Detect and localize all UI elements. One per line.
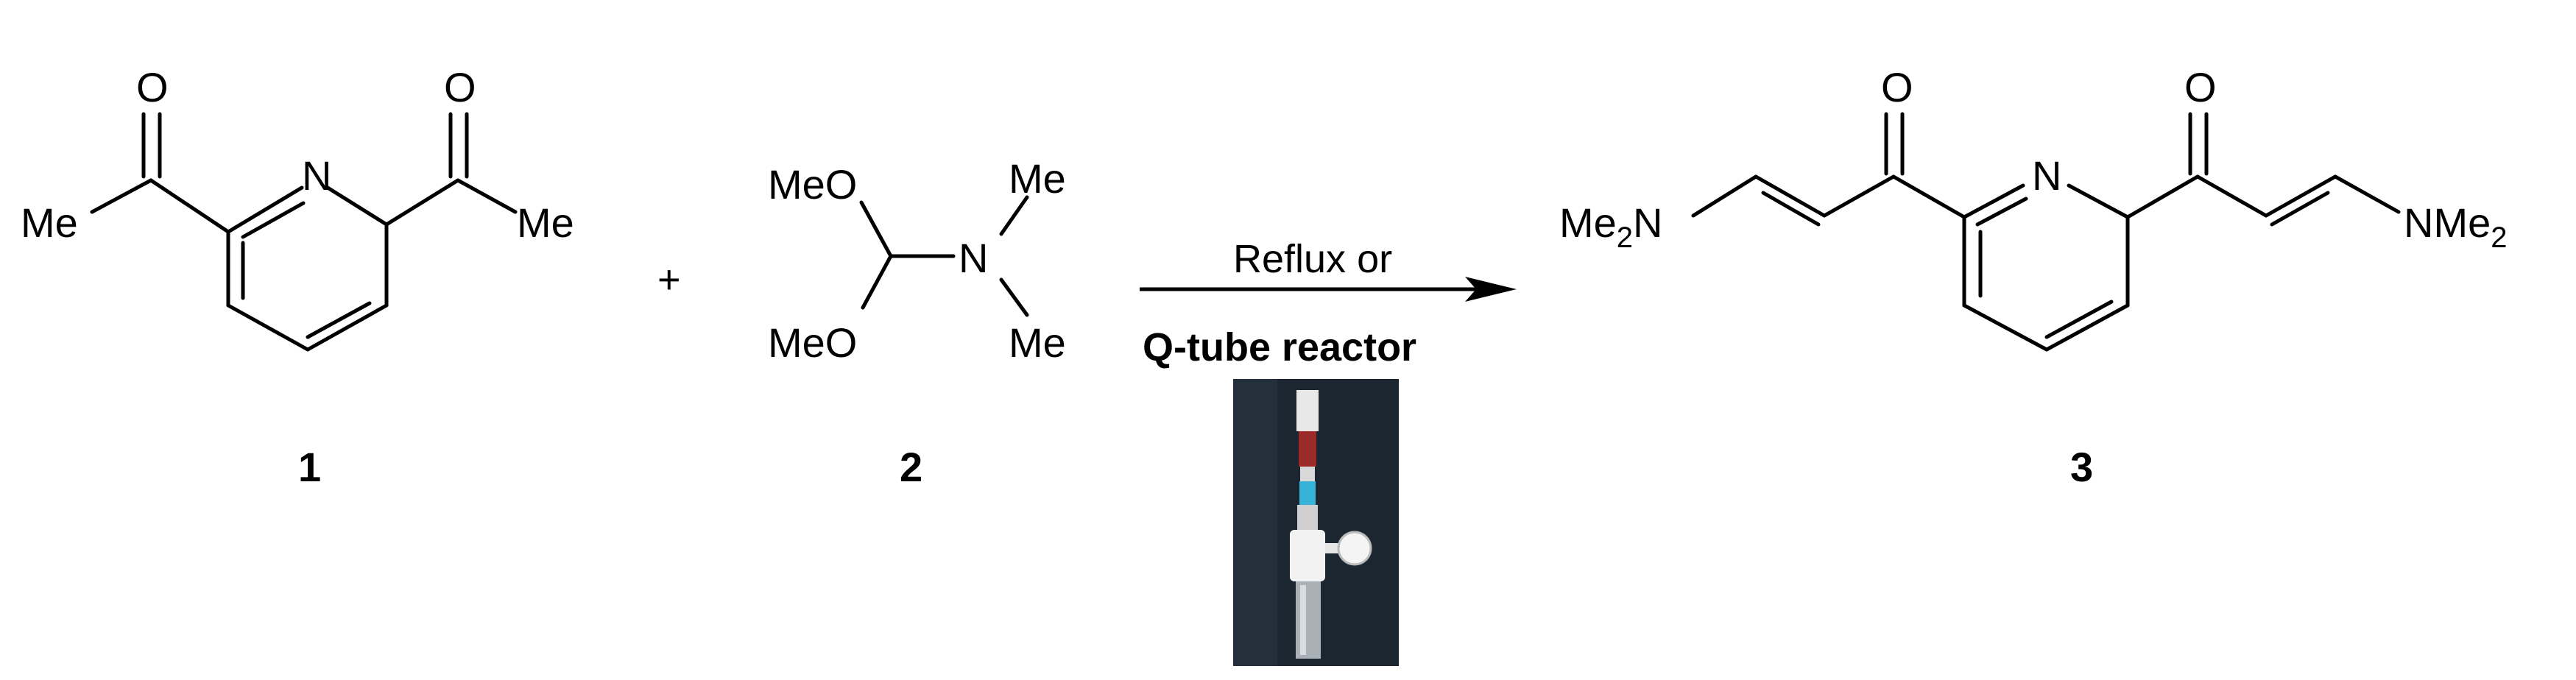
bond: [1962, 303, 2049, 352]
tube-neck: [1300, 467, 1315, 481]
bond: [1754, 174, 1827, 218]
bond: [2067, 183, 2130, 219]
bond: [149, 178, 230, 234]
bond: [1822, 174, 1896, 218]
bond: [1891, 174, 1966, 219]
nitrogen-atom: N: [2032, 152, 2061, 199]
bond: [226, 185, 304, 234]
compound-1-label: 1: [298, 444, 321, 490]
bond: [2125, 174, 2200, 219]
bond: [226, 303, 310, 352]
reaction-condition-reflux: Reflux or: [1233, 237, 1392, 281]
bond: [859, 200, 893, 258]
reaction-condition-qtube: Q-tube reactor: [1143, 325, 1416, 369]
bond: [999, 195, 1029, 236]
bond: [2195, 174, 2268, 218]
tube-seal-blue: [1299, 481, 1316, 505]
q-tube-reactor-photo: [1233, 379, 1399, 666]
compound-2-label: 2: [900, 444, 922, 490]
compound-2-structure: MeO MeO N Me Me: [768, 155, 1066, 366]
amine-prefix: Me: [1559, 199, 1617, 246]
methyl-group: Me: [517, 199, 574, 246]
compound-3-structure: O O N Me2N NMe2: [1559, 64, 2507, 352]
methyl-group: Me: [1009, 155, 1066, 202]
bond: [90, 178, 153, 214]
amine-subscript: 2: [2491, 222, 2507, 254]
pressure-gauge-arm: [1325, 543, 1341, 553]
methyl-group: Me: [21, 199, 78, 246]
methoxy-group: MeO: [768, 319, 857, 366]
oxygen-atom: O: [444, 64, 476, 110]
plus-sign: +: [657, 258, 681, 302]
oxygen-atom: O: [1881, 64, 1913, 110]
bond: [1761, 191, 1821, 227]
bond: [241, 201, 306, 239]
bond: [1975, 196, 2028, 227]
photo-shading: [1233, 379, 1277, 666]
methyl-group: Me: [1009, 319, 1066, 366]
bond: [306, 301, 372, 339]
tube-seal-red: [1299, 431, 1316, 467]
compound-3-label: 3: [2070, 444, 2093, 490]
amine-nitrogen: N: [1633, 199, 1662, 246]
bond: [999, 277, 1029, 317]
tube-body-upper: [1297, 505, 1318, 530]
bond: [456, 178, 518, 214]
bond: [2044, 300, 2114, 339]
tube-connector: [1290, 530, 1325, 581]
bond: [1691, 174, 1758, 218]
bond: [306, 303, 389, 352]
oxygen-atom: O: [136, 64, 169, 110]
tube-vessel: [1296, 581, 1321, 659]
amine-subscript: 2: [1617, 222, 1633, 254]
amine-atoms: NMe: [2404, 199, 2491, 246]
methoxy-group: MeO: [768, 161, 857, 208]
oxygen-atom: O: [2184, 64, 2217, 110]
bond: [325, 185, 389, 227]
bond: [2333, 174, 2401, 214]
bond: [861, 254, 893, 310]
dimethylamino-group-right: NMe2: [2404, 199, 2507, 254]
pressure-gauge: [1337, 531, 1372, 566]
bond: [2044, 303, 2130, 352]
bond: [2270, 191, 2330, 227]
tube-cap: [1296, 390, 1319, 431]
arrow-head-icon: [1465, 277, 1517, 302]
bond: [384, 178, 460, 227]
nitrogen-atom: N: [302, 152, 331, 199]
dimethylamino-group-left: Me2N: [1559, 199, 1663, 254]
bond: [1962, 183, 2025, 219]
compound-1-structure: O O N Me Me: [21, 64, 574, 352]
bond: [2264, 174, 2337, 218]
tube-vessel-highlight: [1300, 585, 1306, 655]
nitrogen-atom: N: [959, 235, 988, 281]
